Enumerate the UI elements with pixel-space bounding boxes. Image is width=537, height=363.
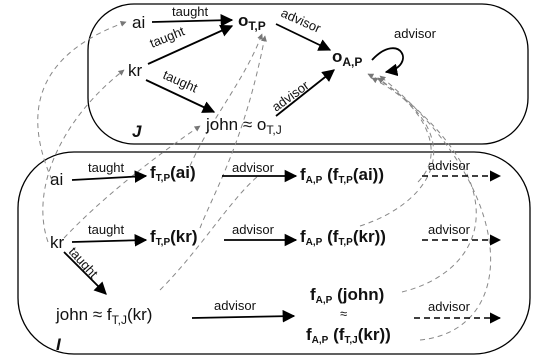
- label-taught-kr2-top: taught: [161, 67, 200, 96]
- label-advisor-kr2: advisor: [428, 222, 471, 237]
- edge-john-fap: [191, 309, 296, 323]
- node-ai-bottom: ai: [50, 170, 63, 189]
- node-fap-john: fA,P (john): [310, 285, 384, 306]
- node-kr-top: kr: [128, 61, 143, 80]
- edge-kr-ftp: [71, 234, 148, 247]
- node-o-ap: oA,P: [332, 47, 362, 69]
- link-ftp-ai-otp: [189, 33, 263, 167]
- node-fap-kr: fA,P (fT,P(kr)): [300, 227, 386, 248]
- link-ai-ai: [37, 21, 127, 181]
- link-kr-kr: [42, 69, 125, 243]
- edge-oap-loop: [371, 47, 404, 77]
- label-taught-ai-bottom: taught: [88, 160, 125, 175]
- node-kr-bottom: kr: [50, 233, 65, 252]
- label-advisor-john1: advisor: [214, 298, 257, 313]
- dashed-edges-bottom: [414, 170, 502, 324]
- node-ai-top: ai: [132, 13, 145, 32]
- link-kr-john: [63, 125, 201, 239]
- label-advisor-loop-top: advisor: [394, 26, 437, 41]
- node-o-tp: oT,P: [238, 11, 266, 33]
- edge-kr-john: [145, 79, 216, 113]
- label-advisor-2-top: advisor: [269, 77, 312, 114]
- node-ftp-ai: fT,P(ai): [150, 163, 196, 184]
- label-taught-kr-down: taught: [66, 244, 102, 281]
- edge-john-oap: [275, 69, 335, 117]
- link-ftp-kr-otp: [199, 35, 267, 229]
- dashed-links: [37, 21, 492, 341]
- edge-ai-ftp: [71, 170, 148, 183]
- link-john-john: [159, 175, 259, 291]
- frame-i: [17, 151, 531, 355]
- edge-kr-otp: [147, 24, 234, 65]
- edge-otp-oap: [275, 23, 332, 51]
- link-fap-kr-oap: [359, 77, 434, 227]
- label-advisor-1-top: advisor: [279, 5, 324, 36]
- link-fap-tj-oap: [379, 75, 492, 341]
- node-fap-tj: fA,P (fT,J(kr)): [306, 325, 391, 346]
- edge-ai-otp: [151, 13, 234, 27]
- frame-j-label: J: [132, 122, 142, 141]
- edges-bottom: [63, 169, 298, 323]
- label-advisor-ai2: advisor: [428, 158, 471, 173]
- frame-i-label: I: [56, 335, 62, 354]
- approx-symbol: ≈: [340, 306, 347, 321]
- label-advisor-ai1: advisor: [232, 160, 275, 175]
- node-john-bottom: john ≈ fT,J(kr): [55, 305, 152, 327]
- label-taught-ai-top: taught: [172, 4, 209, 19]
- node-ftp-kr: fT,P(kr): [150, 227, 198, 248]
- label-taught-kr-bottom: taught: [88, 222, 125, 237]
- link-fap-john-oap: [377, 77, 477, 293]
- label-advisor-kr1: advisor: [232, 222, 275, 237]
- node-fap-ai: fA,P (fT,P(ai)): [300, 165, 384, 186]
- label-advisor-john2: advisor: [428, 299, 471, 314]
- label-taught-kr1-top: taught: [148, 23, 187, 51]
- edge-kr-john: [63, 251, 107, 295]
- edges-top: [145, 13, 404, 117]
- node-john-top: john ≈ oT,J: [205, 115, 282, 137]
- frame-j: [87, 3, 529, 145]
- link-fap-ai-oap: [367, 73, 432, 183]
